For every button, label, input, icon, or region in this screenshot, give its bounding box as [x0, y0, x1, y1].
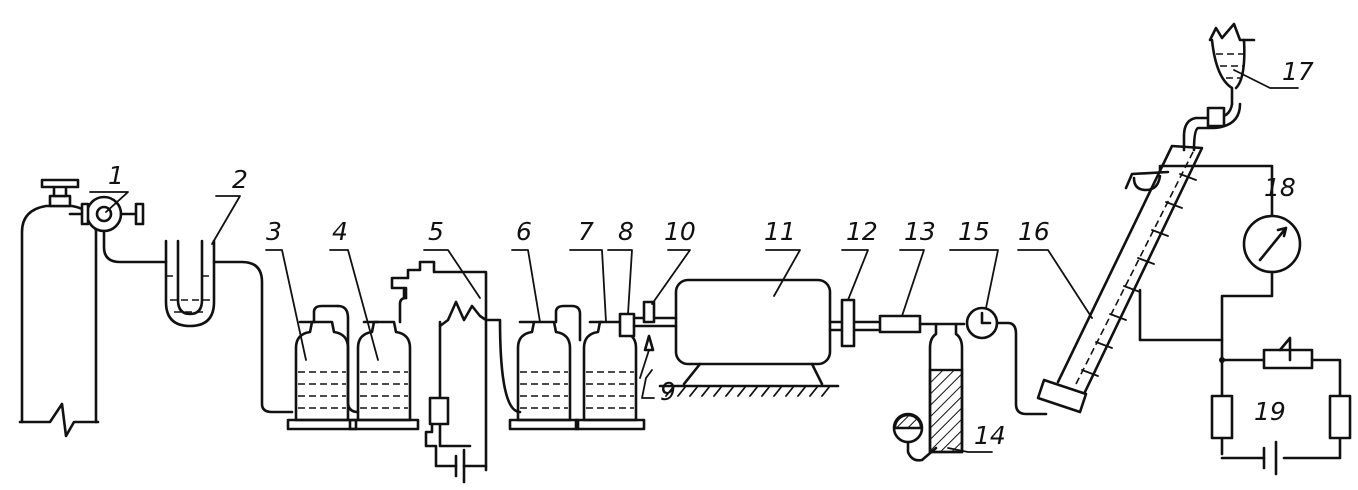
tube-furnace [658, 278, 840, 397]
label-15: 15 [958, 217, 990, 246]
label-3: 3 [266, 217, 282, 246]
label-18: 18 [1264, 173, 1296, 202]
label-9: 9 [660, 377, 676, 406]
label-14: 14 [974, 421, 1006, 450]
dropping-funnel [1182, 22, 1256, 152]
u-tube-trap [164, 239, 294, 414]
leader-lines [89, 69, 1299, 453]
absorber-tube [892, 322, 964, 462]
label-8: 8 [618, 217, 634, 246]
inclined-tube [1036, 144, 1204, 414]
wash-bottle-6 [508, 304, 582, 431]
label-5: 5 [428, 217, 444, 246]
outlet-fitting [828, 298, 966, 348]
label-19: 19 [1254, 397, 1286, 426]
bridge-circuit [1138, 288, 1352, 476]
wash-bottle-7 [574, 320, 646, 431]
galvanometer [1158, 164, 1302, 456]
label-2: 2 [232, 165, 248, 194]
label-1: 1 [108, 161, 124, 190]
flowmeter [965, 306, 1048, 416]
label-11: 11 [764, 217, 796, 246]
label-6: 6 [516, 217, 532, 246]
inlet-fitting [618, 300, 678, 379]
pressure-valve [68, 195, 168, 264]
label-12: 12 [846, 217, 878, 246]
heater-circuit [390, 260, 522, 484]
wash-bottle-4 [336, 296, 420, 431]
label-17: 17 [1282, 57, 1314, 86]
label-16: 16 [1018, 217, 1050, 246]
label-10: 10 [664, 217, 696, 246]
label-7: 7 [578, 217, 594, 246]
label-13: 13 [904, 217, 936, 246]
label-4: 4 [332, 217, 348, 246]
callout-labels: 1 2 3 4 5 6 7 8 9 10 11 12 13 14 15 16 1… [108, 57, 1314, 450]
